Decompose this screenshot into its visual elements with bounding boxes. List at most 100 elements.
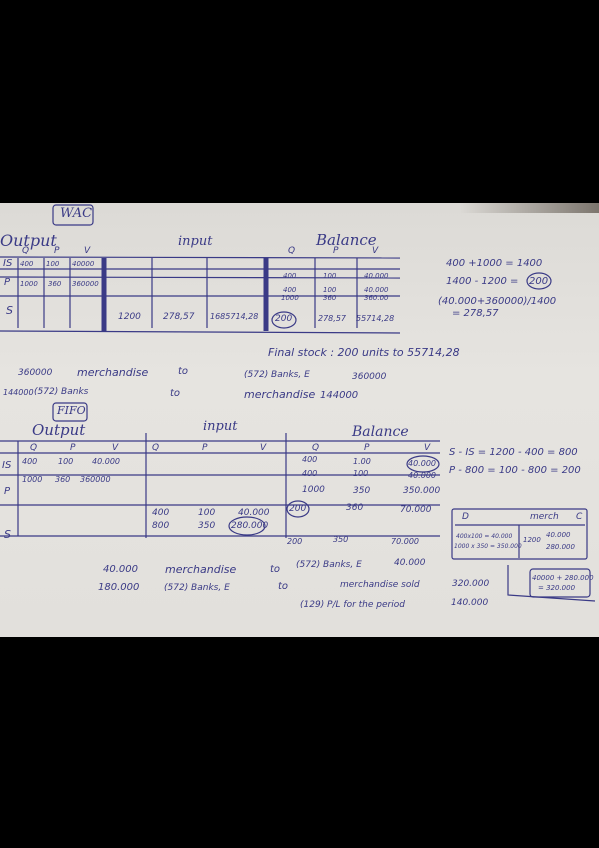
fifo-s-bal-q2: 200 [287, 537, 303, 546]
wac-col-p: P [54, 246, 60, 256]
fifo-p-out-p: 360 [55, 475, 71, 484]
t-account-d: D [462, 512, 469, 522]
wac-is-bal-v: 40.000 [364, 272, 389, 280]
t-account-box [451, 508, 588, 560]
fifo-journal-2-debit: (572) Banks, E [164, 583, 230, 593]
wac-s-in-q: 1200 [118, 312, 141, 322]
wac-bal-col-p: P [333, 246, 339, 256]
fifo-title-box [52, 402, 88, 422]
fifo-p-bal-q: 400 [302, 469, 318, 478]
circle-280000 [228, 516, 266, 536]
fifo-journal-3-line: (129) P/L for the period [300, 600, 405, 610]
t-account-debit1: 400x100 = 40.000 [456, 533, 513, 540]
wac-calc-line1: 400 +1000 = 1400 [446, 258, 543, 269]
wac-p-out-v: 360000 [72, 280, 99, 288]
wac-calc-line4: = 278,57 [452, 308, 499, 319]
t-account-credit1: 40.000 [546, 531, 571, 539]
fifo-s-bal-v: 70.000 [400, 505, 432, 515]
fifo-s-bal-v2: 70.000 [391, 537, 419, 546]
wac-input-heading: input [178, 234, 213, 249]
fifo-bal-col-p: P [364, 443, 370, 453]
wac-is-bal-q: 400 [283, 272, 297, 280]
wac-journal-1-credit-amount: 360000 [352, 372, 387, 382]
fifo-journal-2-amount: 180.000 [98, 582, 140, 593]
fifo-p-out-v: 360000 [80, 475, 111, 484]
wac-s-bal-v: 55714,28 [356, 314, 395, 323]
wac-balance-heading: Balance [316, 231, 377, 249]
fifo-in-col-v: V [260, 443, 267, 453]
wac-row-is-label: IS [3, 258, 13, 269]
fifo-journal-2-credit: merchandise sold [340, 580, 420, 590]
t-account-credit-q: 1200 [523, 536, 541, 544]
wac-p-out-q: 1000 [20, 280, 38, 288]
fifo-s-in-v2: 280.000 [231, 521, 269, 531]
fifo-journal-1-credit: (572) Banks, E [296, 560, 362, 570]
wac-journal-2-amount: 144000 [3, 388, 34, 397]
wac-journal-2-to: to [170, 388, 181, 399]
wac-is-out-v: 40000 [72, 260, 95, 268]
fifo-s-bal-p2: 350 [333, 535, 349, 544]
wac-calc-line2: 1400 - 1200 = [446, 276, 519, 287]
fifo-is-out-v: 40.000 [92, 457, 120, 466]
wac-p-bal-v: 40.000 [364, 286, 389, 294]
wac-final-stock: Final stock : 200 units to 55714,28 [268, 346, 460, 359]
fifo-p-bal-p: 100 [353, 469, 369, 478]
wac-calc-line3: (40.000+360000)/1400 [438, 296, 557, 307]
fifo-is-out-p: 100 [58, 457, 74, 466]
wac-p-bal-q2: 1000 [281, 294, 299, 302]
wac-is-out-q: 400 [20, 260, 34, 268]
fifo-col-p: P [70, 443, 76, 453]
wac-journal-2-debit: (572) Banks [34, 387, 89, 397]
fifo-s-in-p2: 350 [198, 521, 216, 531]
wac-s-bal-p: 278,57 [318, 314, 346, 323]
wac-journal-2-credit-amount: 144000 [320, 390, 359, 401]
fifo-s-in-v: 40.000 [238, 508, 270, 518]
fifo-s-in-q2: 800 [152, 521, 170, 531]
fifo-bal-col-v: V [424, 443, 431, 453]
fifo-row-p-label: P [4, 486, 11, 497]
wac-output-heading: Output [0, 231, 57, 250]
wac-journal-2-credit: merchandise [244, 388, 316, 401]
wac-title-box [52, 204, 94, 226]
fifo-calc-line2: P - 800 = 100 - 800 = 200 [449, 465, 581, 476]
fifo-s-in-p: 100 [198, 508, 216, 518]
fifo-journal-1-credit-amount: 40.000 [394, 558, 426, 568]
fifo-col-v: V [112, 443, 119, 453]
wac-is-bal-p: 100 [323, 272, 337, 280]
wac-hline [0, 276, 401, 279]
wac-journal-1-debit: merchandise [77, 366, 149, 379]
fifo-calc-line1: S - IS = 1200 - 400 = 800 [449, 447, 578, 458]
boxed-calc-line2: = 320.000 [538, 584, 576, 592]
boxed-calc-line1: 40000 + 280.000 [532, 574, 594, 582]
notebook-page: WAC Output input Balance Q P V Q P V IS … [0, 203, 599, 637]
fifo-output-heading: Output [32, 421, 86, 439]
wac-p-bal-p: 100 [323, 286, 337, 294]
fifo-row-s-label: S [4, 528, 11, 541]
wac-title: WAC [60, 206, 93, 221]
fifo-journal-3-amount: 140.000 [451, 598, 489, 608]
wac-p-out-p: 360 [48, 280, 62, 288]
fifo-journal-1-debit: merchandise [165, 563, 237, 576]
wac-row-s-label: S [6, 304, 13, 317]
fifo-journal-1-amount: 40.000 [103, 564, 138, 575]
wac-journal-1-amount: 360000 [18, 368, 53, 378]
wac-bal-col-v: V [372, 246, 379, 256]
fifo-journal-1-to: to [270, 564, 281, 575]
wac-journal-1-credit: (572) Banks, E [244, 370, 310, 380]
fifo-s-bal-p: 360 [346, 503, 364, 513]
fifo-is-bal-v: 40.000 [408, 459, 436, 468]
fifo-journal-2-credit-amount: 320.000 [452, 579, 490, 589]
wac-s-in-p: 278,57 [163, 312, 195, 322]
fifo-is-bal-p: 1.00 [353, 457, 371, 466]
wac-journal-1-to: to [178, 366, 189, 377]
wac-calc-circled: 200 [529, 276, 549, 287]
wac-p-bal-q: 400 [283, 286, 297, 294]
fifo-title: FIFO [57, 404, 86, 417]
fifo-input-heading: input [203, 419, 238, 434]
boxed-calc [529, 568, 591, 598]
fifo-bal-col-q: Q [312, 443, 320, 453]
fifo-is-bal-q: 400 [302, 455, 318, 464]
fifo-p-bal-v: 40.000 [408, 471, 436, 480]
fifo-in-col-p: P [202, 443, 208, 453]
t-account-c: C [576, 512, 583, 522]
